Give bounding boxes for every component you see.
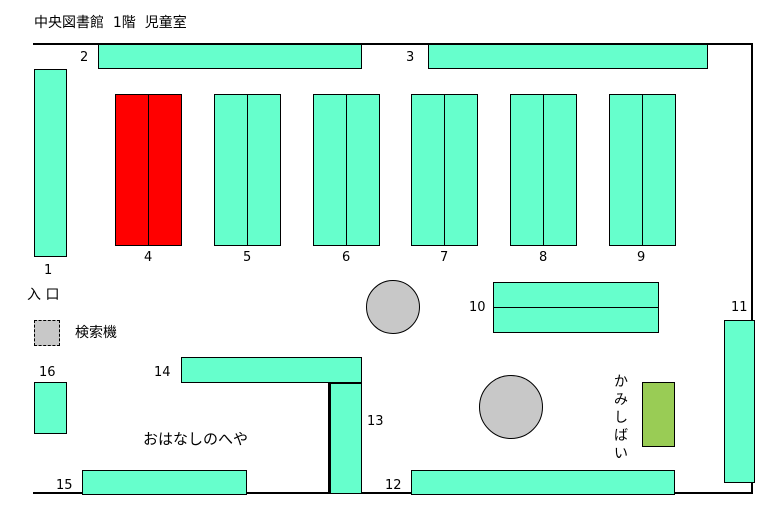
shelf-3-label: 3	[406, 50, 415, 65]
shelf-4[interactable]	[115, 94, 182, 246]
shelf-14-label: 14	[154, 365, 171, 380]
shelf-3[interactable]	[428, 44, 708, 69]
shelf-1[interactable]	[34, 69, 67, 257]
shelf-12-label: 12	[385, 478, 402, 493]
shelf-8-label: 8	[539, 250, 548, 265]
story-room-label: おはなしのへや	[143, 430, 249, 448]
room-outline	[33, 43, 753, 494]
shelf-9-label: 9	[637, 250, 646, 265]
shelf-8[interactable]	[510, 94, 577, 246]
round-table	[366, 280, 420, 334]
shelf-14[interactable]	[181, 357, 362, 383]
shelf-5-label: 5	[243, 250, 252, 265]
shelf-11[interactable]	[724, 320, 755, 483]
shelf-10[interactable]	[493, 282, 659, 333]
shelf-9[interactable]	[609, 94, 676, 246]
entrance-label: 入 口	[27, 287, 60, 303]
shelf-6[interactable]	[313, 94, 380, 246]
shelf-16-label: 16	[39, 365, 56, 380]
shelf-13[interactable]	[330, 383, 362, 494]
shelf-15[interactable]	[82, 470, 247, 495]
shelf-7[interactable]	[411, 94, 478, 246]
shelf-1-label: 1	[44, 263, 53, 278]
shelf-16[interactable]	[34, 382, 67, 434]
shelf-2-label: 2	[80, 50, 89, 65]
page-title: 中央図書館 1階 児童室	[34, 15, 187, 31]
shelf-10-label: 10	[469, 300, 486, 315]
picture-stage-label: かみしばい	[614, 374, 628, 462]
shelf-11-label: 11	[731, 300, 748, 315]
story-room-wall	[328, 383, 330, 494]
shelf-2[interactable]	[98, 44, 362, 69]
shelf-5[interactable]	[214, 94, 281, 246]
shelf-6-label: 6	[342, 250, 351, 265]
picture-stage	[642, 382, 675, 447]
shelf-7-label: 7	[440, 250, 449, 265]
round-table	[479, 375, 543, 439]
shelf-12[interactable]	[411, 470, 675, 495]
search-terminal-icon	[34, 320, 60, 346]
shelf-4-label: 4	[144, 250, 153, 265]
shelf-15-label: 15	[56, 478, 73, 493]
search-terminal-label: 検索機	[75, 325, 117, 341]
shelf-13-label: 13	[367, 414, 384, 429]
